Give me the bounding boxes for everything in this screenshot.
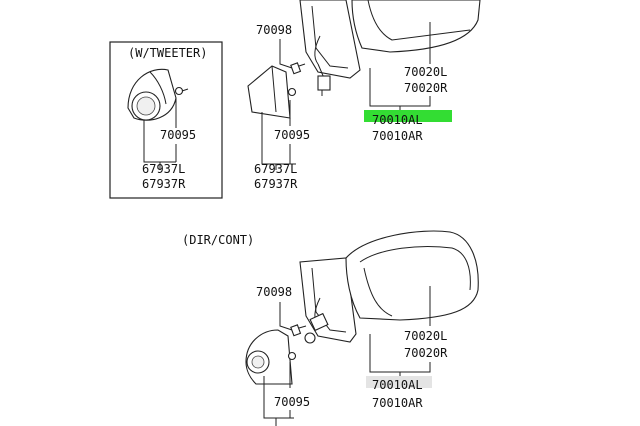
top-mirror-bracket — [299, 0, 361, 96]
bottom-mirror-bracket — [299, 257, 357, 344]
bottom-assembly-number-left[interactable]: 70010AL — [372, 378, 423, 392]
bottom-section-title: (DIR/CONT) — [182, 233, 254, 247]
tweeter-part-number: 70095 — [160, 128, 196, 142]
top-cover-part — [247, 65, 291, 119]
top-glass-number-left: 70020L — [404, 65, 447, 79]
top-mirror-assembly: 70020L 70020R 70010AL 70010AR — [299, 0, 481, 143]
bottom-cover-part-number: 70095 — [274, 395, 310, 409]
bottom-cover-group: 70098 70095 — [245, 285, 310, 426]
bottom-screw-part-number: 70098 — [256, 285, 292, 299]
top-assembly-number-left[interactable]: 70010AL — [372, 113, 423, 127]
top-assembly-number-right[interactable]: 70010AR — [372, 129, 423, 143]
bottom-screw-part — [290, 324, 307, 337]
tweeter-part-drawing — [127, 68, 177, 121]
tweeter-inset-title: (W/TWEETER) — [128, 46, 207, 60]
bottom-glass-number-right: 70020R — [404, 346, 448, 360]
top-cover-clip — [287, 87, 297, 97]
tweeter-inset: (W/TWEETER) 70095 67937L 67937R — [109, 41, 223, 199]
bottom-mirror-assembly: 70020L 70020R 70010AL 70010AR — [299, 230, 479, 410]
tweeter-number-right: 67937R — [142, 177, 186, 191]
tweeter-number-left: 67937L — [142, 162, 185, 176]
top-screw-part-number: 70098 — [256, 23, 292, 37]
top-cover-group: 70098 70095 67937L 67937R — [247, 23, 310, 191]
top-assembly-highlight — [364, 110, 452, 122]
bottom-cover-clip — [287, 351, 297, 361]
top-glass-number-right: 70020R — [404, 81, 448, 95]
top-cover-part-number: 70095 — [274, 128, 310, 142]
top-cover-number-left: 67937L — [254, 162, 297, 176]
top-mirror-housing — [351, 0, 481, 53]
top-screw-part — [290, 62, 306, 75]
bottom-mirror-housing — [345, 230, 479, 321]
tweeter-clip-part — [174, 86, 189, 96]
bottom-cover-part — [245, 329, 293, 385]
bottom-glass-number-left: 70020L — [404, 329, 447, 343]
bottom-assembly-highlight — [366, 376, 432, 388]
top-cover-number-right: 67937R — [254, 177, 298, 191]
bottom-assembly-number-right[interactable]: 70010AR — [372, 396, 423, 410]
